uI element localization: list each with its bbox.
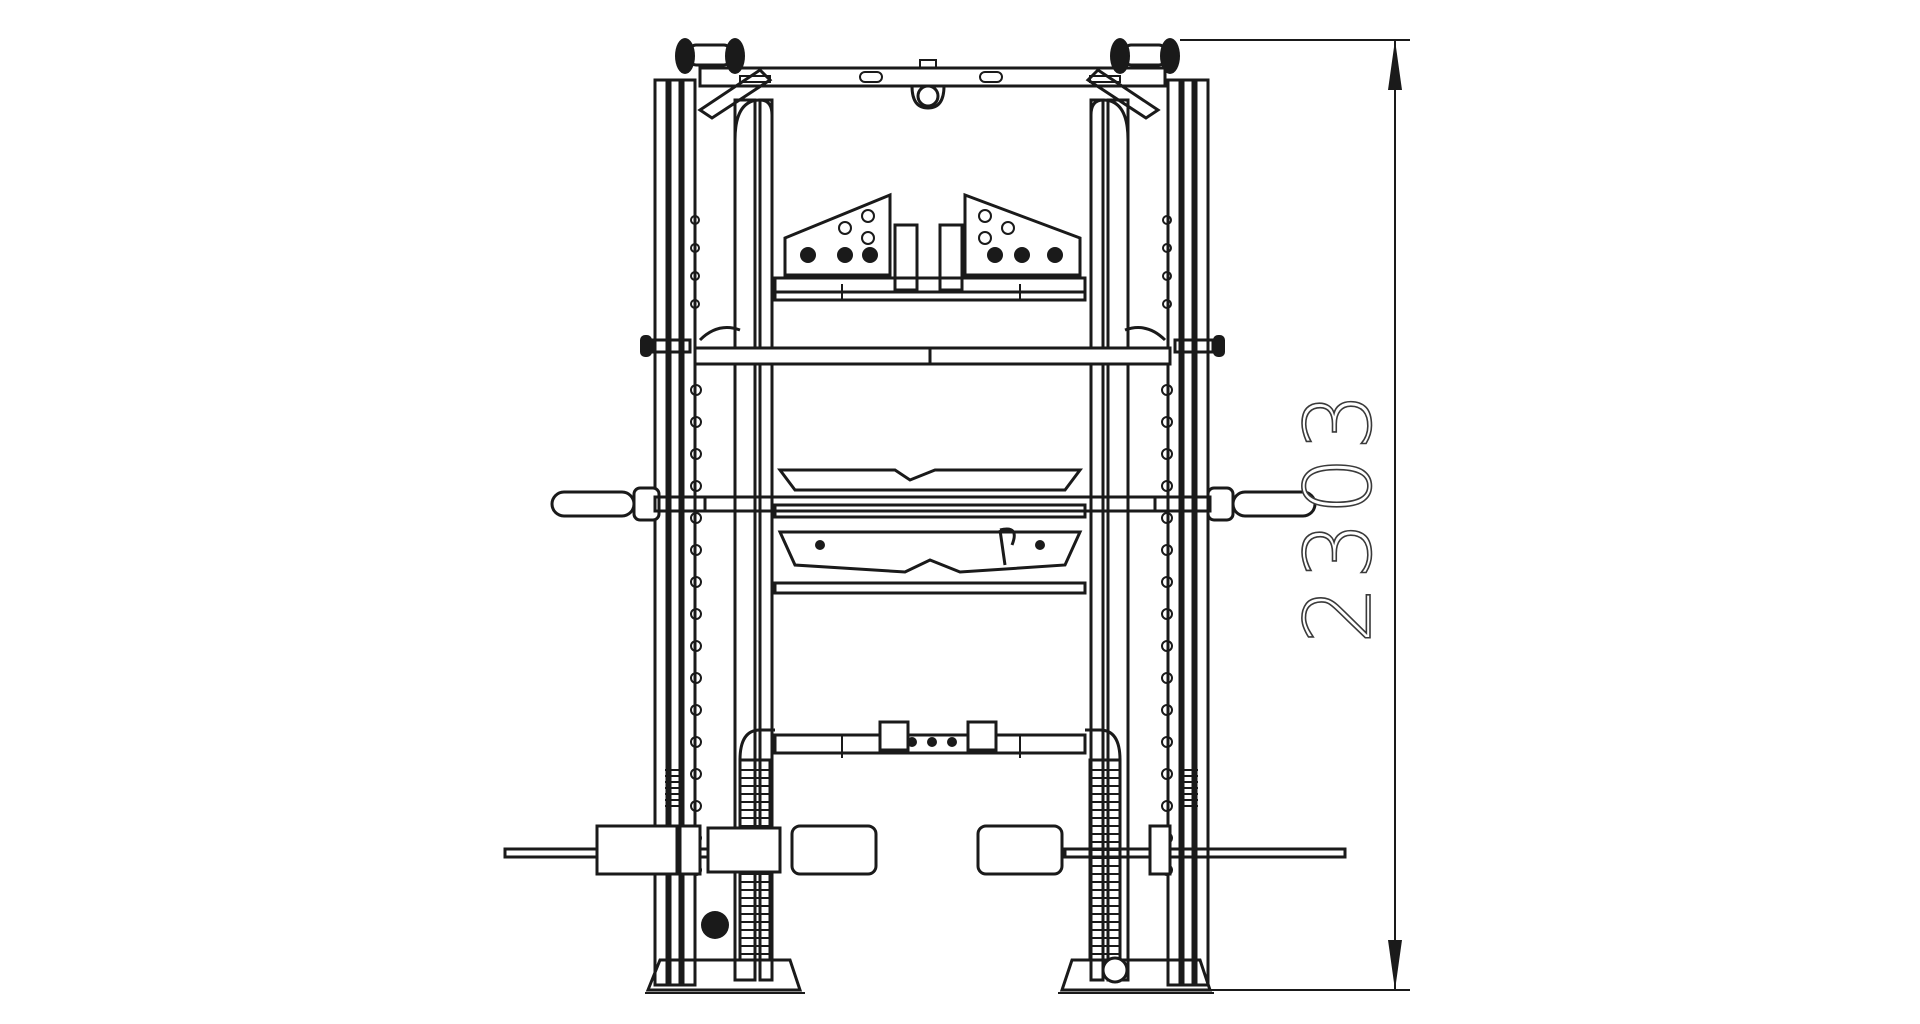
peg-hole [690, 704, 702, 716]
peg-hole [1161, 672, 1173, 684]
peg-hole [1162, 215, 1172, 225]
peg-hole [690, 271, 700, 281]
peg-hole [1161, 800, 1173, 812]
left-outer-upright [653, 78, 697, 987]
peg-hole [1161, 768, 1173, 780]
peg-hole [690, 448, 702, 460]
peg-hole [1161, 608, 1173, 620]
peg-hole [690, 384, 702, 396]
left-foot [645, 911, 805, 994]
peg-hole [1162, 271, 1172, 281]
peg-hole [1161, 576, 1173, 588]
peg-hole [1161, 736, 1173, 748]
smith-bar [640, 326, 1225, 366]
peg-hole [1161, 704, 1173, 716]
top-right-pulleys [1085, 38, 1180, 120]
top-left-pulleys [675, 38, 773, 120]
outer-springs [665, 769, 1198, 807]
peg-hole [1161, 480, 1173, 492]
peg-hole [690, 608, 702, 620]
peg-hole [690, 672, 702, 684]
peg-hole [690, 416, 702, 428]
peg-hole [690, 243, 700, 253]
peg-hole [690, 800, 702, 812]
peg-hole [690, 640, 702, 652]
peg-hole [690, 736, 702, 748]
right-foot [1058, 956, 1214, 994]
lower-right-pad-assembly [976, 824, 1347, 876]
peg-hole [690, 512, 702, 524]
peg-hole [1161, 384, 1173, 396]
peg-hole [690, 576, 702, 588]
upper-crossbar [773, 276, 1087, 302]
middle-plate-holder [773, 468, 1087, 574]
top-crossbeam [698, 59, 1167, 110]
peg-hole [690, 299, 700, 309]
lower-left-pad-assembly [503, 824, 878, 876]
peg-hole [1161, 544, 1173, 556]
peg-hole [1161, 512, 1173, 524]
left-inner-column [733, 98, 774, 982]
peg-hole [690, 215, 700, 225]
lower-crossbar [773, 581, 1087, 758]
right-outer-upright [1166, 78, 1210, 987]
peg-hole [690, 768, 702, 780]
peg-hole [1162, 243, 1172, 253]
upper-attachment-left [783, 192, 919, 292]
upper-attachment-right [938, 192, 1082, 292]
height-dimension: 2303 [1180, 39, 1410, 991]
peg-hole [1162, 299, 1172, 309]
peg-hole [1161, 640, 1173, 652]
height-dimension-label: 2303 [1285, 386, 1392, 644]
peg-hole [690, 544, 702, 556]
barbell [550, 486, 1317, 522]
peg-hole [1161, 416, 1173, 428]
peg-hole [690, 480, 702, 492]
peg-hole [1161, 448, 1173, 460]
